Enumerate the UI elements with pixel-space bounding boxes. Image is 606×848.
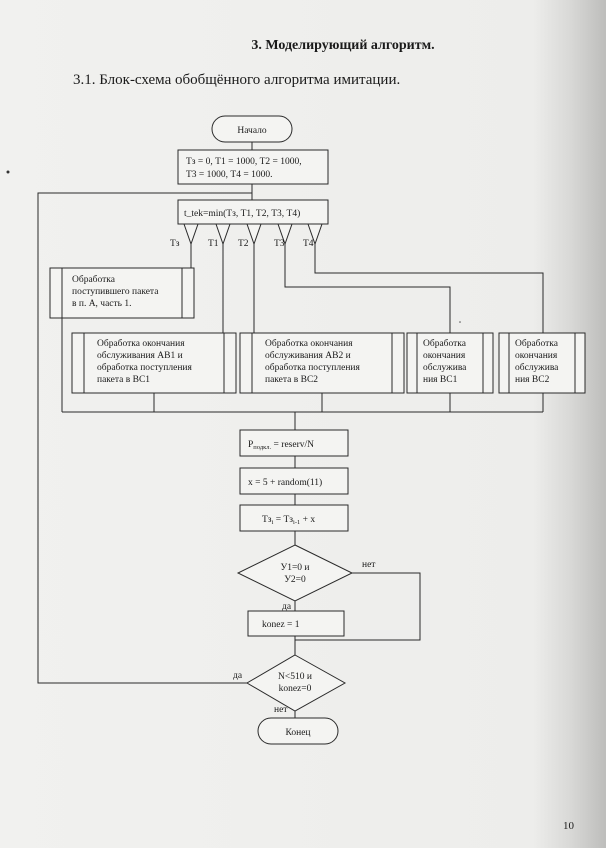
init-line-1: Тз = 0, Т1 = 1000, Т2 = 1000, xyxy=(186,157,302,167)
proc-ab1-line-1: Обработка окончания xyxy=(97,338,185,349)
process-block-bc2 xyxy=(498,332,586,394)
cond2-line-2: konez=0 xyxy=(279,684,312,694)
t-calc-block xyxy=(239,504,349,532)
konez-block xyxy=(247,610,345,637)
proc-ab1-line-3: обработка поступления xyxy=(97,362,192,373)
scan-speck xyxy=(6,170,10,174)
branch-selectors xyxy=(183,223,323,246)
proc-bc1-line-4: ния ВС1 xyxy=(423,375,458,385)
loop-back-line xyxy=(37,192,252,684)
section-title: 3. Моделирующий алгоритм. xyxy=(251,38,435,53)
proc-bc1-line-3: обслужива xyxy=(423,362,467,373)
process-block-ab2 xyxy=(239,332,405,394)
proc-a-line-3: в п. А, часть 1. xyxy=(72,299,132,309)
branch-label-tz: Тз xyxy=(170,239,180,249)
page-number: 10 xyxy=(563,820,574,832)
branch-label-t3: Т3 xyxy=(274,239,285,249)
p-calc-block xyxy=(239,429,349,457)
condition-2-diamond xyxy=(246,654,347,712)
init-line-2: Т3 = 1000, Т4 = 1000. xyxy=(186,170,272,180)
start-label: Начало xyxy=(237,126,267,136)
x-calc-label: x = 5 + random(11) xyxy=(248,477,322,488)
cond2-line-1: N<510 и xyxy=(278,672,312,682)
branch-label-t4: Т4 xyxy=(303,239,314,249)
proc-ab2-line-1: Обработка окончания xyxy=(265,338,353,349)
branch-label-t1: Т1 xyxy=(208,239,219,249)
proc-a-line-1: Обработка xyxy=(72,274,116,285)
cond1-no-label: нет xyxy=(362,560,376,570)
proc-bc2-line-3: обслужива xyxy=(515,362,559,373)
proc-ab1-line-2: обслуживания АВ1 и xyxy=(97,350,183,361)
proc-bc1-line-1: Обработка xyxy=(423,338,467,349)
proc-bc2-line-1: Обработка xyxy=(515,338,559,349)
end-label: Конец xyxy=(286,728,311,738)
cond2-no-label: нет xyxy=(274,705,288,715)
cond1-line-2: У2=0 xyxy=(284,575,306,585)
p-calc-label: Pподкл. = reserv/N xyxy=(248,440,314,451)
proc-ab2-line-4: пакета в ВС2 xyxy=(265,375,318,385)
proc-ab2-line-2: обслуживания АВ2 и xyxy=(265,350,351,361)
tmin-block xyxy=(177,199,329,225)
scan-speck xyxy=(459,321,461,323)
process-block-a xyxy=(49,267,195,319)
konez-label: konez = 1 xyxy=(262,620,300,630)
subsection-title: 3.1. Блок-схема обобщённого алгоритма им… xyxy=(73,72,401,88)
branch-label-t2: Т2 xyxy=(238,239,249,249)
proc-ab2-line-3: обработка поступления xyxy=(265,362,360,373)
condition-1-diamond xyxy=(236,544,354,602)
proc-bc2-line-2: окончания xyxy=(515,351,558,361)
process-block-bc1 xyxy=(406,332,494,394)
x-calc-block xyxy=(239,467,349,495)
t-calc-label: Тзi = Тзi-1 + x xyxy=(262,515,315,526)
end-terminal xyxy=(257,717,339,745)
proc-ab1-line-4: пакета в ВС1 xyxy=(97,375,150,385)
proc-bc1-line-2: окончания xyxy=(423,351,466,361)
cond1-line-1: У1=0 и xyxy=(280,563,309,573)
cond1-yes-label: да xyxy=(282,602,292,612)
proc-bc2-line-4: ния ВС2 xyxy=(515,375,550,385)
cond2-yes-label: да xyxy=(233,671,243,681)
init-block xyxy=(177,149,329,185)
tmin-label: t_tek=min(Тз, Т1, Т2, Т3, Т4) xyxy=(184,208,300,219)
proc-a-line-2: поступившего пакета xyxy=(72,287,159,297)
